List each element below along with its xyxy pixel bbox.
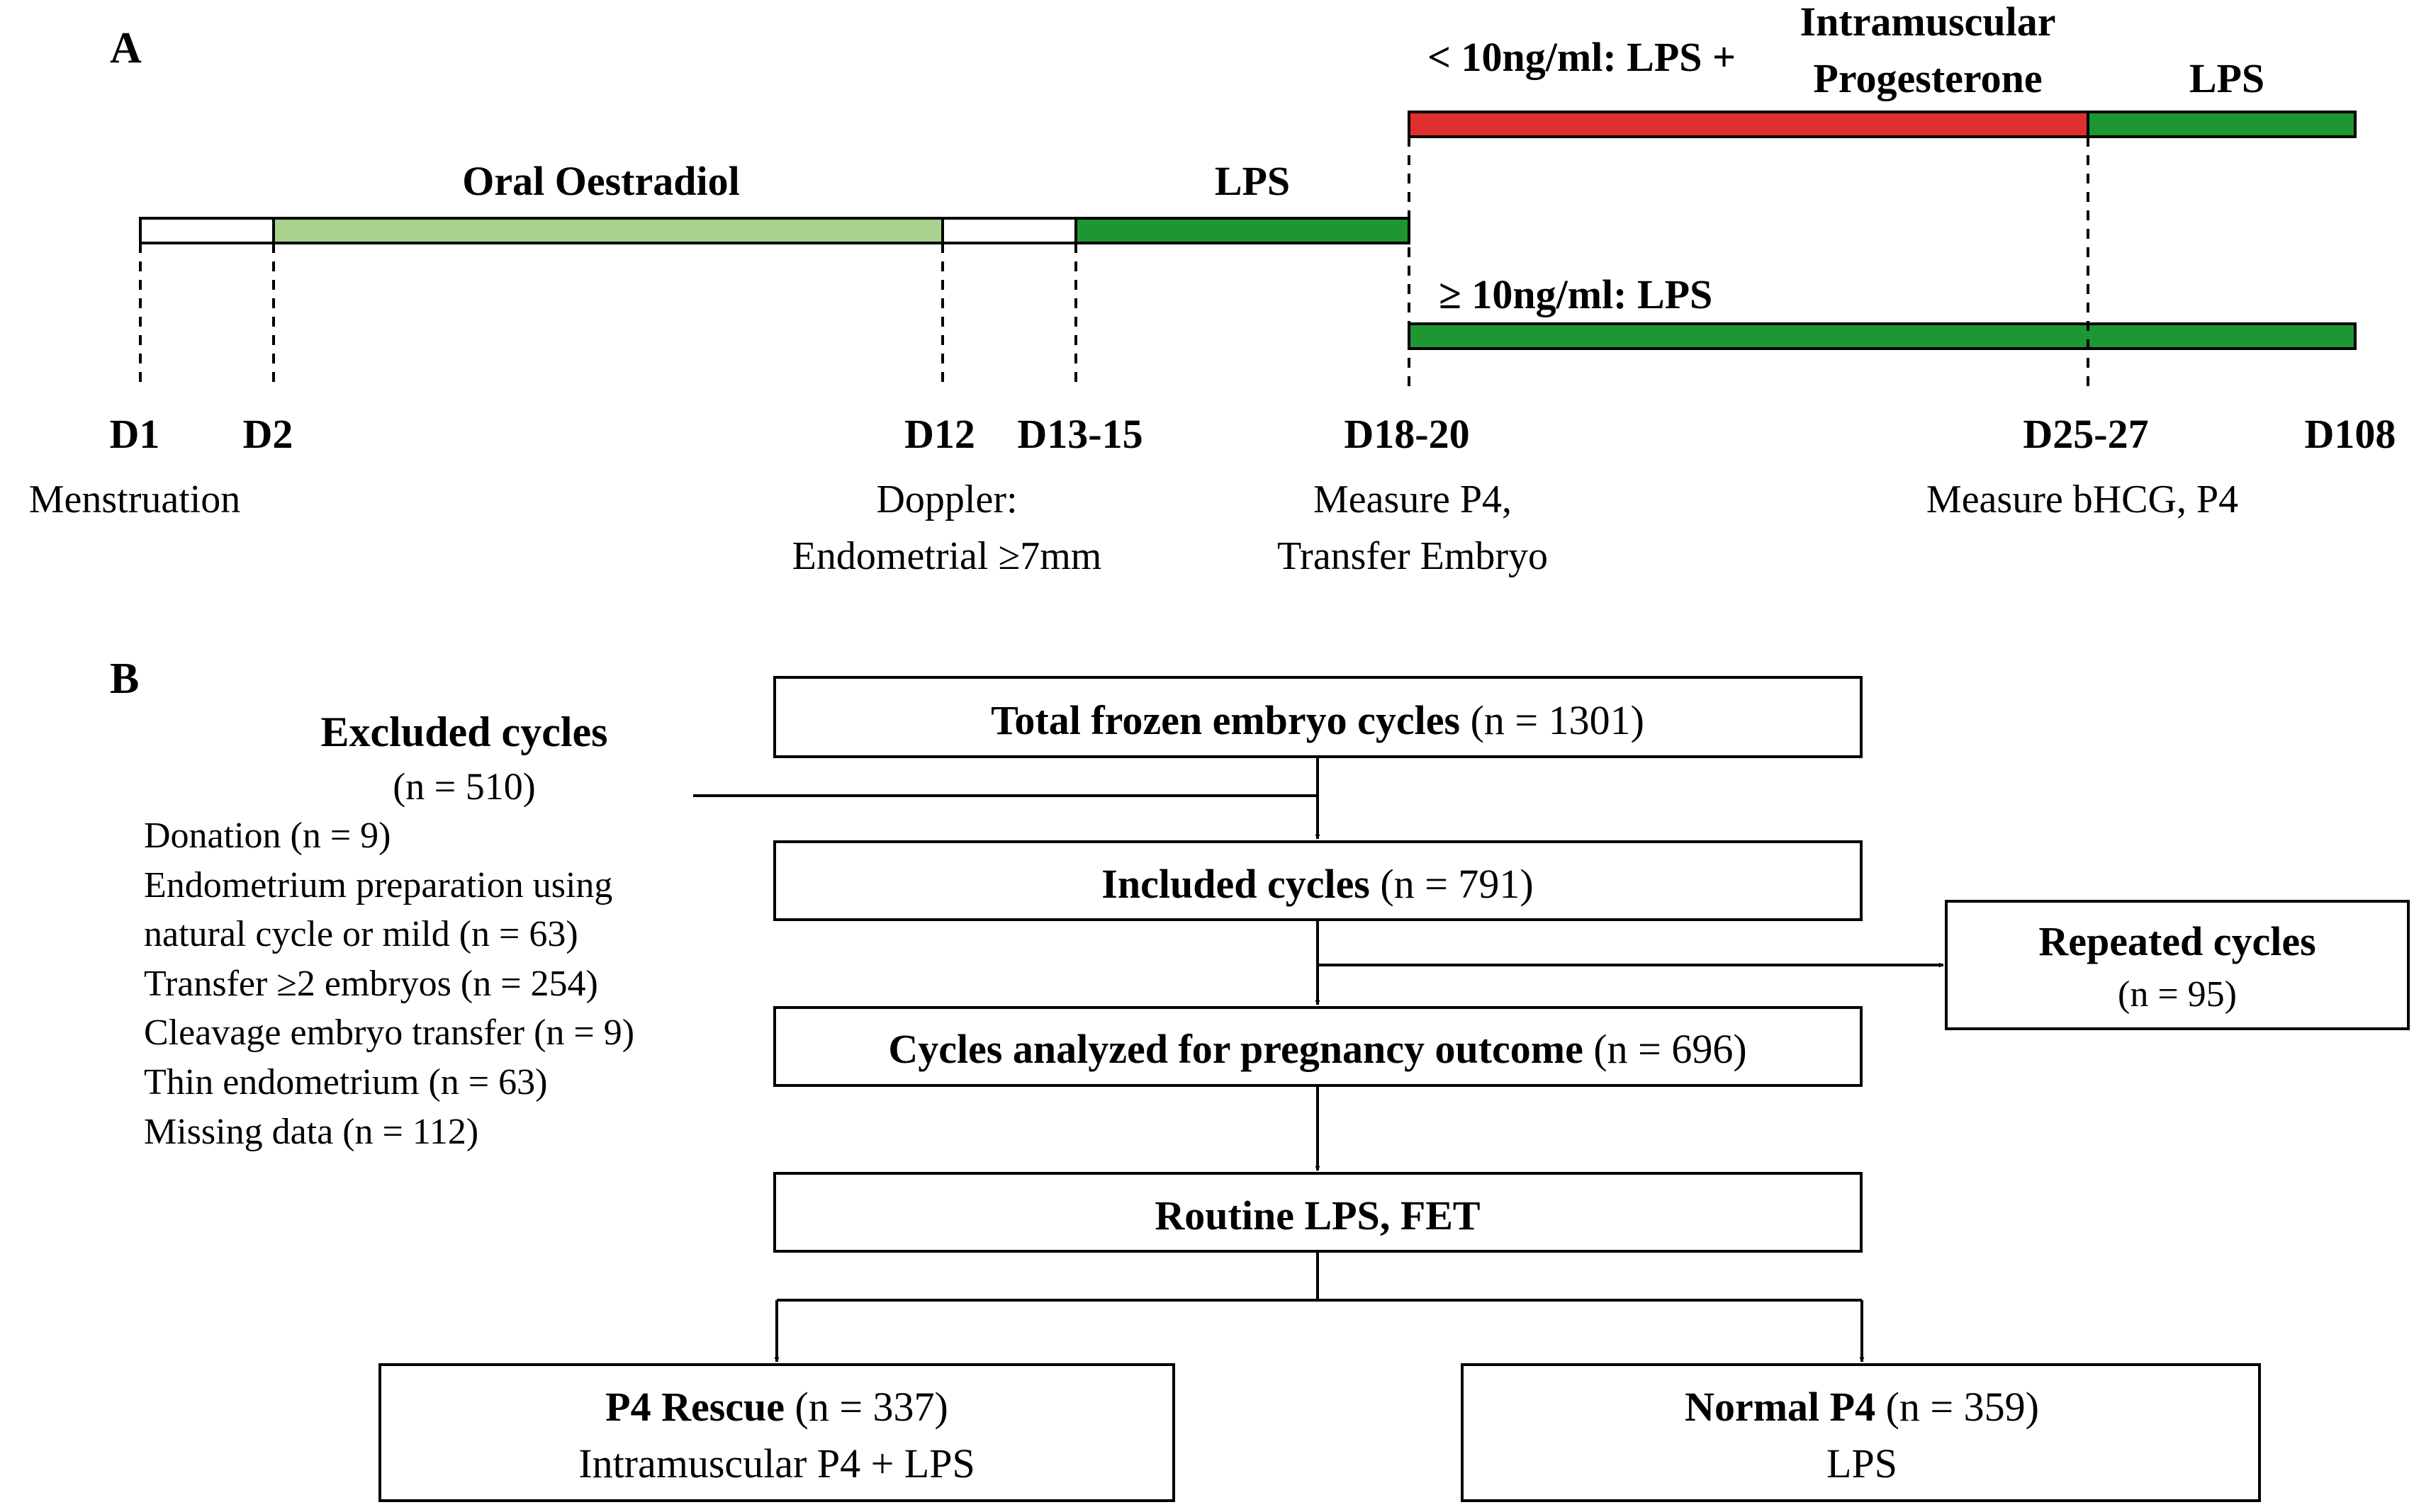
included-text: Included cycles (n = 791) <box>1101 861 1533 907</box>
excluded-item: Transfer ≥2 embryos (n = 254) <box>144 964 598 1004</box>
box-total <box>773 676 1863 758</box>
label-lps-first: LPS <box>1215 158 1290 204</box>
bar-lps-first <box>1074 217 1410 244</box>
bar-oral-oestradiol <box>272 217 944 244</box>
day-d12: D12 <box>904 411 975 457</box>
routine-title: Routine LPS, FET <box>1155 1192 1480 1239</box>
panel-a: A Oral Oestradiol LPS < 10ng/ml: LPS + I… <box>29 0 2396 578</box>
rescue-count: (n = 337) <box>795 1384 948 1430</box>
box-repeated <box>1945 900 2410 1030</box>
box-analyzed <box>773 1006 1863 1087</box>
event-measure-p4: Measure P4, <box>1313 478 1512 521</box>
excluded-item: Thin endometrium (n = 63) <box>144 1062 547 1102</box>
bar-low-p4-rescue <box>1408 111 2089 138</box>
excluded-list: Donation (n = 9) Endometrium preparation… <box>144 816 634 1152</box>
rescue-sub: Intramuscular P4 + LPS <box>578 1440 975 1486</box>
normal-title: Normal P4 <box>1685 1384 1875 1430</box>
bar-lps-late <box>2087 111 2357 138</box>
total-title: Total frozen embryo cycles <box>991 697 1460 743</box>
bar-gap-white <box>941 217 1077 244</box>
bar-high-p4-lps <box>1408 322 2357 350</box>
rescue-title: P4 Rescue <box>605 1384 785 1430</box>
panel-b: B Excluded cycles (n = 510) Donation (n … <box>110 655 2410 1502</box>
analyzed-count: (n = 696) <box>1593 1026 1746 1072</box>
excluded-item: Missing data (n = 112) <box>144 1112 478 1152</box>
rescue-text: P4 Rescue (n = 337) <box>605 1384 948 1430</box>
day-d18-20: D18-20 <box>1344 411 1469 457</box>
event-menstruation: Menstruation <box>29 478 241 521</box>
included-title: Included cycles <box>1101 861 1370 907</box>
day-d108: D108 <box>2305 411 2396 457</box>
repeated-title: Repeated cycles <box>2038 918 2315 964</box>
day-d1: D1 <box>110 411 160 457</box>
box-routine <box>773 1172 1863 1253</box>
event-measure-bhcg: Measure bHCG, P4 <box>1926 478 2238 521</box>
analyzed-title: Cycles analyzed for pregnancy outcome <box>888 1026 1583 1072</box>
box-rescue <box>378 1363 1175 1502</box>
repeated-count: (n = 95) <box>2118 974 2237 1015</box>
normal-sub: LPS <box>1826 1440 1897 1486</box>
event-endometrial: Endometrial ≥7mm <box>792 534 1102 578</box>
box-normal <box>1461 1363 2261 1502</box>
excluded-count: (n = 510) <box>393 765 535 808</box>
label-high-p4: ≥ 10ng/ml: LPS <box>1439 271 1712 317</box>
flow-connectors <box>693 757 1944 1363</box>
included-count: (n = 791) <box>1380 861 1533 907</box>
flow-boxes <box>378 676 2410 1502</box>
label-intramuscular: Intramuscular <box>1800 0 2056 45</box>
label-oral-oestradiol: Oral Oestradiol <box>462 158 739 204</box>
excluded-item: natural cycle or mild (n = 63) <box>144 914 578 954</box>
analyzed-text: Cycles analyzed for pregnancy outcome (n… <box>888 1026 1746 1072</box>
excluded-title: Excluded cycles <box>321 709 608 755</box>
panel-a-label: A <box>110 24 142 72</box>
bar-menstruation-white <box>139 217 275 244</box>
event-transfer-embryo: Transfer Embryo <box>1277 534 1548 578</box>
label-lps-late: LPS <box>2189 55 2264 101</box>
day-markers <box>139 137 2089 388</box>
event-doppler: Doppler: <box>876 478 1017 521</box>
label-low-p4: < 10ng/ml: LPS + <box>1427 34 1736 80</box>
normal-count: (n = 359) <box>1886 1384 2039 1430</box>
excluded-item: Cleavage embryo transfer (n = 9) <box>144 1012 634 1053</box>
day-d2: D2 <box>243 411 293 457</box>
day-d25-27: D25-27 <box>2023 411 2148 457</box>
total-count: (n = 1301) <box>1471 697 1644 743</box>
excluded-item: Donation (n = 9) <box>144 816 391 856</box>
excluded-item: Endometrium preparation using <box>144 865 612 905</box>
day-d13-15: D13-15 <box>1017 411 1143 457</box>
normal-text: Normal P4 (n = 359) <box>1685 1384 2039 1430</box>
panel-b-label: B <box>110 655 139 703</box>
total-text: Total frozen embryo cycles (n = 1301) <box>991 697 1644 743</box>
label-progesterone: Progesterone <box>1813 55 2042 101</box>
